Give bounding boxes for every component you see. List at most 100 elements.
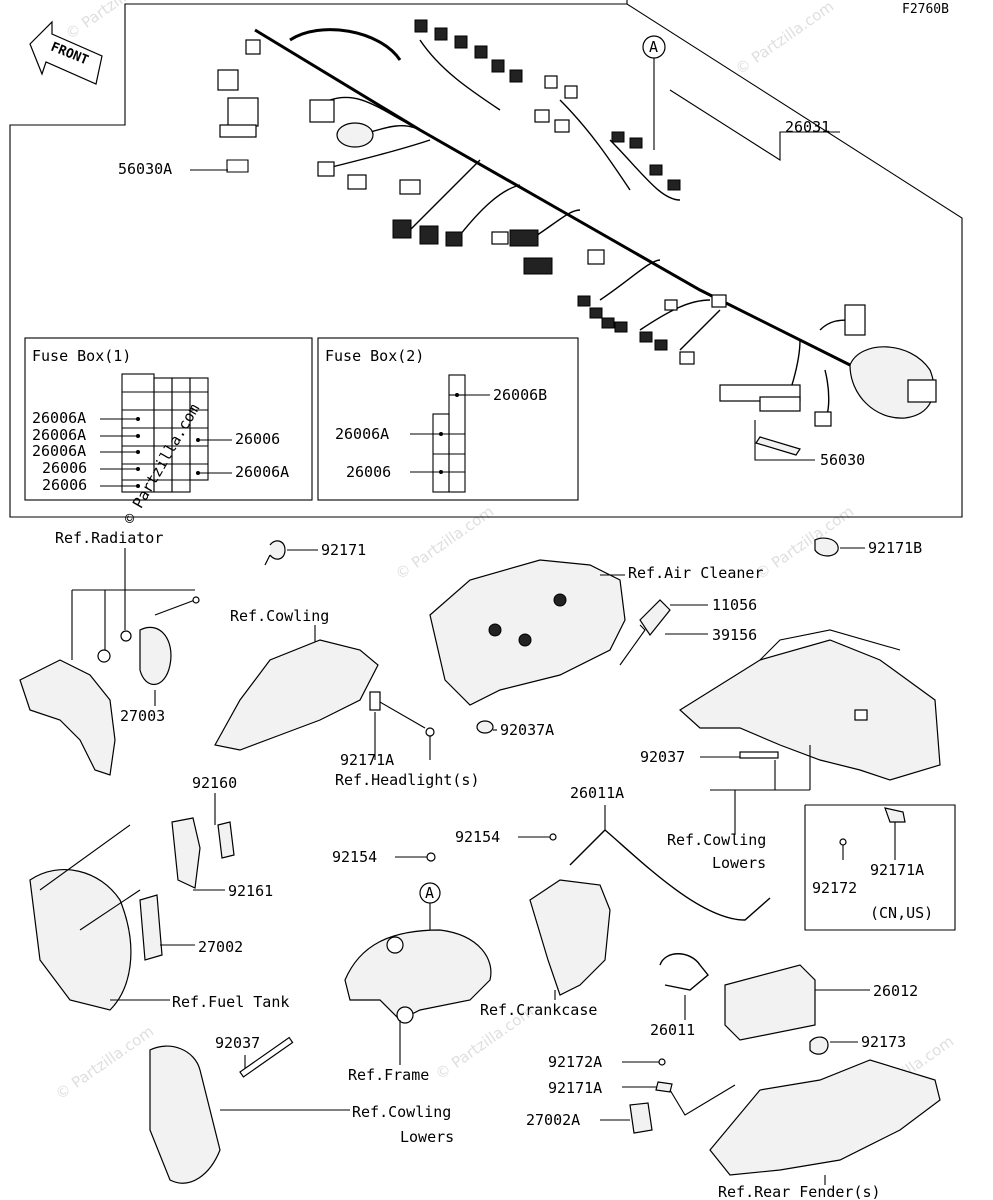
harness-section-outline	[9, 3, 963, 518]
horn	[139, 626, 172, 685]
ref-radiator: Ref.Radiator	[55, 529, 163, 547]
part-11056: 11056	[712, 596, 757, 614]
clamp	[814, 537, 839, 557]
bracket	[884, 807, 906, 823]
connector	[227, 97, 259, 127]
watermark: © Partzilla.com	[52, 1022, 157, 1103]
connector	[419, 225, 439, 245]
connector	[309, 99, 335, 123]
connector	[491, 231, 509, 245]
label-tag	[755, 436, 801, 456]
part-92161: 92161	[228, 882, 273, 900]
clamp	[809, 1036, 829, 1055]
connector	[509, 229, 539, 247]
callout-a-2: A	[425, 884, 434, 902]
connector-group	[577, 294, 727, 365]
fuse-label: 26006A	[335, 425, 389, 443]
fuse-label: 26006A	[32, 442, 86, 460]
bracket	[854, 709, 868, 721]
ref-headlight: Ref.Headlight(s)	[335, 771, 480, 789]
ref-crankcase: Ref.Crankcase	[480, 1001, 597, 1019]
fuse-label: 26006B	[493, 386, 547, 404]
clamp-92171: 92171	[264, 540, 366, 566]
connector	[523, 257, 553, 275]
ref-air-cleaner: Ref.Air Cleaner	[628, 564, 763, 582]
fuel-tank	[29, 869, 132, 1011]
harness-branch	[639, 299, 711, 331]
cn-us-note: (CN,US)	[870, 904, 933, 922]
harness-branch	[459, 184, 521, 236]
nut	[120, 630, 132, 642]
part-92172: 92172	[812, 879, 857, 897]
rod	[239, 1036, 294, 1078]
frame	[344, 929, 492, 1021]
frame-hole	[386, 936, 404, 954]
connector	[347, 174, 367, 190]
part-27003: 27003	[120, 707, 165, 725]
part-92154: 92154	[332, 848, 377, 866]
fuse-box-2-frame	[317, 337, 579, 501]
harness-branch	[419, 39, 501, 111]
ref-fuel-tank: Ref.Fuel Tank	[172, 993, 289, 1011]
connector	[219, 124, 257, 138]
fuse-label: 26006	[42, 476, 87, 494]
rubber-pad	[217, 821, 235, 859]
screw	[839, 838, 847, 846]
connector	[317, 161, 335, 177]
part-56030: 56030	[820, 451, 865, 469]
screw	[658, 1058, 666, 1066]
ecu-assembly: 92160 92161 27002 Ref.Fuel Tank	[29, 774, 289, 1011]
air-cleaner: Ref.Air Cleaner 11056 39156	[429, 559, 763, 706]
leader-line	[71, 589, 195, 660]
leader-line	[39, 824, 170, 1001]
watermark: © Partzilla.com	[732, 0, 837, 78]
cowling-edge	[759, 629, 901, 661]
ecu-bracket	[171, 817, 201, 889]
part-92171B: 92171B	[868, 539, 922, 557]
bracket-clip	[369, 691, 381, 711]
part-56030A: 56030A	[118, 160, 172, 178]
connector-boot	[336, 122, 374, 148]
cowling-bracket: Ref.Cowling 92171A Ref.Headlight(s)	[214, 607, 480, 789]
connector	[245, 39, 261, 55]
horn-assembly: Ref.Radiator 27003	[19, 529, 200, 776]
leader-line	[710, 745, 811, 835]
frame-assembly: 92154 A Ref.Frame	[332, 848, 492, 1084]
lower-cowling: 92037 Ref.Cowling Lowers	[149, 1034, 454, 1184]
ref-rear-fender: Ref.Rear Fender(s)	[718, 1183, 881, 1200]
front-arrow-icon	[29, 20, 103, 85]
part-27002: 27002	[198, 938, 243, 956]
part-26011A: 26011A	[570, 784, 624, 802]
nut	[97, 649, 111, 663]
leader-line	[669, 1084, 736, 1116]
part-92171A-c: 92171A	[548, 1079, 602, 1097]
harness-branch	[559, 99, 631, 191]
connector-group	[414, 19, 681, 191]
cowling-stay	[214, 639, 379, 751]
lower-cowling-panel	[149, 1045, 221, 1184]
connector	[399, 179, 421, 195]
fuse-label: 26006A	[32, 409, 86, 427]
rear-fender-assembly: 92173 92172A 92171A 27002A Ref.Rear Fend…	[526, 1033, 941, 1200]
crankcase-assembly: 26011A 92154 Ref.Crankcase	[455, 784, 771, 1019]
fuse-label: 26006	[235, 430, 280, 448]
part-92037A: 92037A	[500, 721, 554, 739]
part-92171A: 92171A	[340, 751, 394, 769]
fuse-box-2-title: Fuse Box(2)	[325, 347, 424, 365]
part-92173: 92173	[861, 1033, 906, 1051]
part-27002A: 27002A	[526, 1111, 580, 1129]
connector	[759, 396, 801, 412]
ecu	[139, 894, 163, 961]
part-92171: 92171	[321, 541, 366, 559]
fuse-label: 26006	[346, 463, 391, 481]
bolt	[549, 833, 557, 841]
ref-cowling-lowers-2: Lowers	[712, 854, 766, 872]
cn-us-bracket-frame	[804, 804, 956, 931]
ref-cowling: Ref.Cowling	[230, 607, 329, 625]
connector	[587, 249, 605, 265]
part-26012: 26012	[873, 982, 918, 1000]
radiator-bracket	[19, 659, 116, 776]
crankcase	[529, 879, 611, 996]
leader-line	[619, 624, 646, 666]
part-92037: 92037	[640, 748, 685, 766]
